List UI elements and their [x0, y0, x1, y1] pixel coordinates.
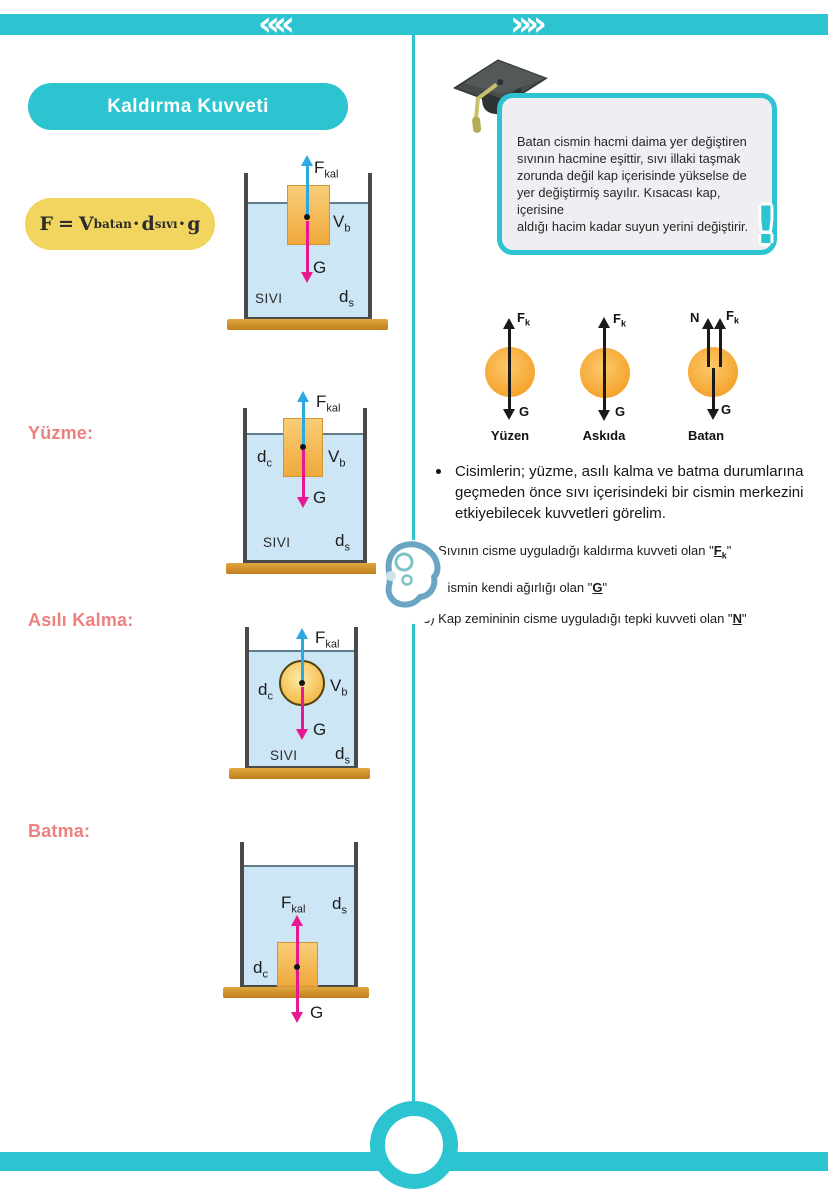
buoyancy-arrow-up	[300, 155, 314, 217]
intro-line: etkiyebilecek kuvvetleri görelim.	[455, 505, 666, 522]
force-list-item-3: 3) Kap zemininin cisme uyguladığı tepki …	[423, 611, 747, 626]
top-border-bar: «« »»	[0, 7, 828, 41]
section-heading-sinking: Batma:	[28, 821, 91, 841]
chevrons-right-icon: »»	[510, 4, 547, 44]
label-v-b: Vb	[330, 676, 348, 699]
g-arrow-down	[706, 368, 720, 420]
formula-v-sub: batan	[93, 217, 132, 231]
note-text: Batan cismin hacmi daima yer değiştiren …	[517, 133, 767, 235]
buoyancy-arrow-up	[290, 915, 304, 967]
label-g: G	[310, 1003, 324, 1022]
label-f-kal: Fkal	[281, 893, 306, 916]
label-liquid: SIVI	[263, 535, 291, 550]
label-d-c: dc	[258, 680, 273, 703]
formula-equals: =	[57, 213, 74, 235]
label-f-k: Fk	[613, 311, 626, 329]
note-line: yer değiştirmiş sayılır. Kısacası kap, i…	[517, 185, 721, 217]
label-g: G	[313, 720, 327, 739]
formula-dot: ·	[132, 213, 140, 235]
fk-arrow-up	[597, 317, 611, 373]
weight-arrow-down	[290, 970, 304, 1023]
force-cases: Fk G Yüzen Fk G Askıda N Fk G Batan	[460, 300, 800, 450]
label-v-b: Vb	[328, 447, 346, 470]
label-liquid: SIVI	[270, 748, 298, 763]
note-line: Batan cismin hacmi daima yer değiştiren	[517, 134, 747, 149]
note-bubble	[497, 93, 777, 255]
center-of-mass-dot	[300, 444, 306, 450]
section-heading-suspended: Asılı Kalma:	[28, 610, 134, 630]
label-g: G	[615, 404, 626, 419]
case-name-floating: Yüzen	[490, 428, 530, 443]
formula-v: V	[78, 213, 94, 235]
section-heading-floating: Yüzme:	[28, 423, 94, 443]
label-d-s: ds	[335, 531, 350, 554]
formula-d: d	[141, 213, 155, 235]
diagram-suspended: Fkal dc Vb G SIVI ds	[229, 610, 404, 795]
label-d-c: dc	[257, 447, 272, 470]
case-name-sinking: Batan	[687, 428, 725, 443]
ground-base	[227, 319, 388, 330]
label-f-kal: Fkal	[316, 392, 341, 415]
weight-arrow-down	[296, 450, 310, 508]
label-g: G	[313, 488, 327, 507]
buoyancy-arrow-up	[295, 628, 309, 683]
diagram-floating: Fkal dc Vb G SIVI ds	[225, 388, 400, 578]
label-g: G	[313, 258, 327, 277]
label-g: G	[519, 404, 530, 419]
diagram-buoyancy-intro: Fkal Vb G SIVI ds	[227, 150, 402, 340]
page-title: Kaldırma Kuvveti	[28, 83, 348, 130]
formula-g: g	[187, 213, 201, 235]
page-title-label: Kaldırma Kuvveti	[107, 95, 269, 117]
ground-base	[229, 768, 370, 779]
intro-paragraph: Cisimlerin; yüzme, asılı kalma ve batma …	[455, 461, 803, 524]
fk-arrow-up	[713, 318, 727, 367]
fk-arrow-up	[502, 318, 516, 372]
case-name-suspended: Askıda	[582, 428, 626, 443]
center-of-mass-dot	[294, 964, 300, 970]
diagram-sinking: Fkal ds dc G	[223, 830, 398, 1030]
weight-arrow-down	[295, 687, 309, 740]
formula-d-sub: sıvı	[154, 217, 178, 231]
label-n: N	[690, 310, 700, 325]
exclamation-icon: !	[754, 196, 778, 256]
label-f-k: Fk	[726, 308, 739, 326]
label-f-kal: Fkal	[314, 158, 339, 181]
label-g: G	[721, 402, 732, 417]
g-arrow-down	[597, 373, 611, 421]
label-d-s: ds	[332, 894, 347, 917]
buoyancy-arrow-up	[296, 391, 310, 447]
note-line: zorunda değil kap içerisinde yükselse de	[517, 168, 747, 183]
label-f-kal: Fkal	[315, 628, 340, 651]
formula-dot: ·	[178, 213, 186, 235]
label-f-k: Fk	[517, 310, 530, 328]
bullet-dot	[436, 469, 441, 474]
n-arrow-up	[701, 318, 715, 367]
g-arrow-down	[502, 372, 516, 420]
note-line: aldığı hacim kadar suyun yerini değiştir…	[517, 219, 749, 234]
force-list-item-1: 1) Sıvının cisme uyguladığı kaldırma kuv…	[423, 543, 732, 561]
force-list-item-2: 2) Cismin kendi ağırlığı olan "G"	[423, 580, 608, 595]
label-d-c: dc	[253, 958, 268, 981]
center-of-mass-dot	[299, 680, 305, 686]
container-tank	[243, 408, 367, 564]
intro-line: Cisimlerin; yüzme, asılı kalma ve batma …	[455, 463, 804, 480]
bottom-circle-ornament	[370, 1101, 458, 1189]
label-liquid: SIVI	[255, 291, 283, 306]
thinking-head-icon	[376, 540, 448, 624]
intro-line: geçmeden önce sıvı içerisindeki bir cism…	[455, 484, 804, 501]
note-line: sıvının hacmine eşittir, sıvı illaki taş…	[517, 151, 741, 166]
formula-f: F	[39, 213, 53, 235]
ground-base	[226, 563, 378, 574]
center-of-mass-dot	[304, 214, 310, 220]
label-v-b: Vb	[333, 212, 351, 235]
chevrons-left-icon: ««	[258, 4, 295, 44]
label-d-s: ds	[335, 744, 350, 767]
label-d-s: ds	[339, 287, 354, 310]
weight-arrow-down	[300, 221, 314, 283]
